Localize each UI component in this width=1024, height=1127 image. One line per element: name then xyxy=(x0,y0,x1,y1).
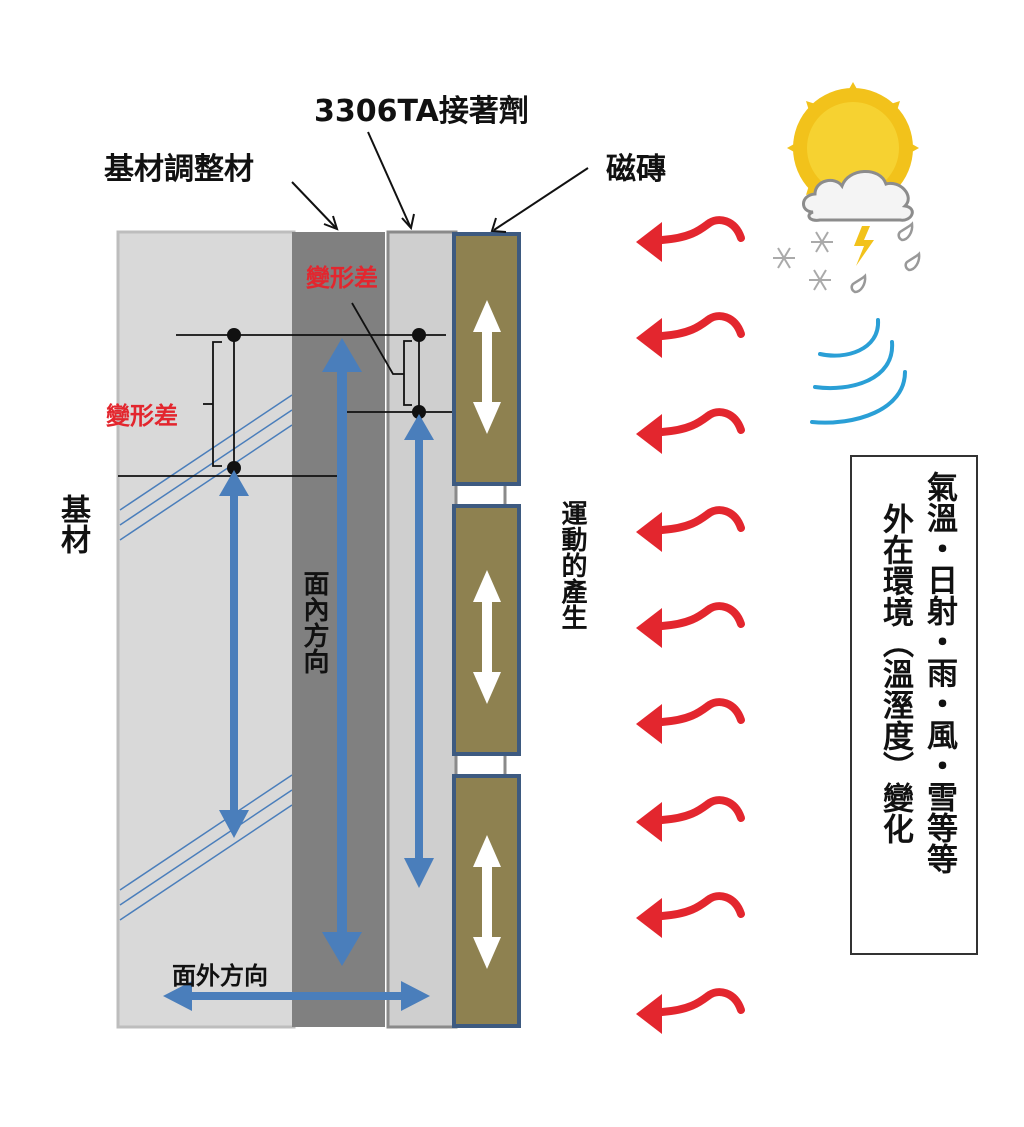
in-plane-direction-label: 面內方向 xyxy=(299,570,329,674)
blue-direction-arrows xyxy=(163,338,434,1011)
environment-box: 氣溫・日射・雨・風・雪等等 外在環境（溫溼度）變化 xyxy=(850,455,978,955)
environment-line-2: 外在環境（溫溼度）變化 xyxy=(877,503,913,844)
substrate-adjuster-label: 基材調整材 xyxy=(104,152,254,187)
tile-label: 磁磚 xyxy=(606,152,666,187)
tile-movement-arrows xyxy=(473,300,501,969)
substrate-label: 基材 xyxy=(55,494,90,554)
wind-icon xyxy=(810,318,907,425)
tile-layer xyxy=(452,232,521,1028)
adhesive-label: 3306TA接著劑 xyxy=(314,94,529,129)
leader-arrows xyxy=(291,131,589,233)
deformation-diff-label-left: 變形差 xyxy=(106,402,178,430)
deformation-guides xyxy=(118,302,452,477)
substrate-layer xyxy=(116,230,296,1029)
weather-icon xyxy=(773,82,921,294)
movement-generated-label: 運動的產生 xyxy=(557,500,587,630)
environment-line-1: 氣溫・日射・雨・風・雪等等 xyxy=(921,471,957,874)
out-of-plane-direction-label: 面外方向 xyxy=(172,962,268,990)
heat-arrows xyxy=(636,216,745,1034)
deformation-diff-label-right: 變形差 xyxy=(306,264,378,292)
